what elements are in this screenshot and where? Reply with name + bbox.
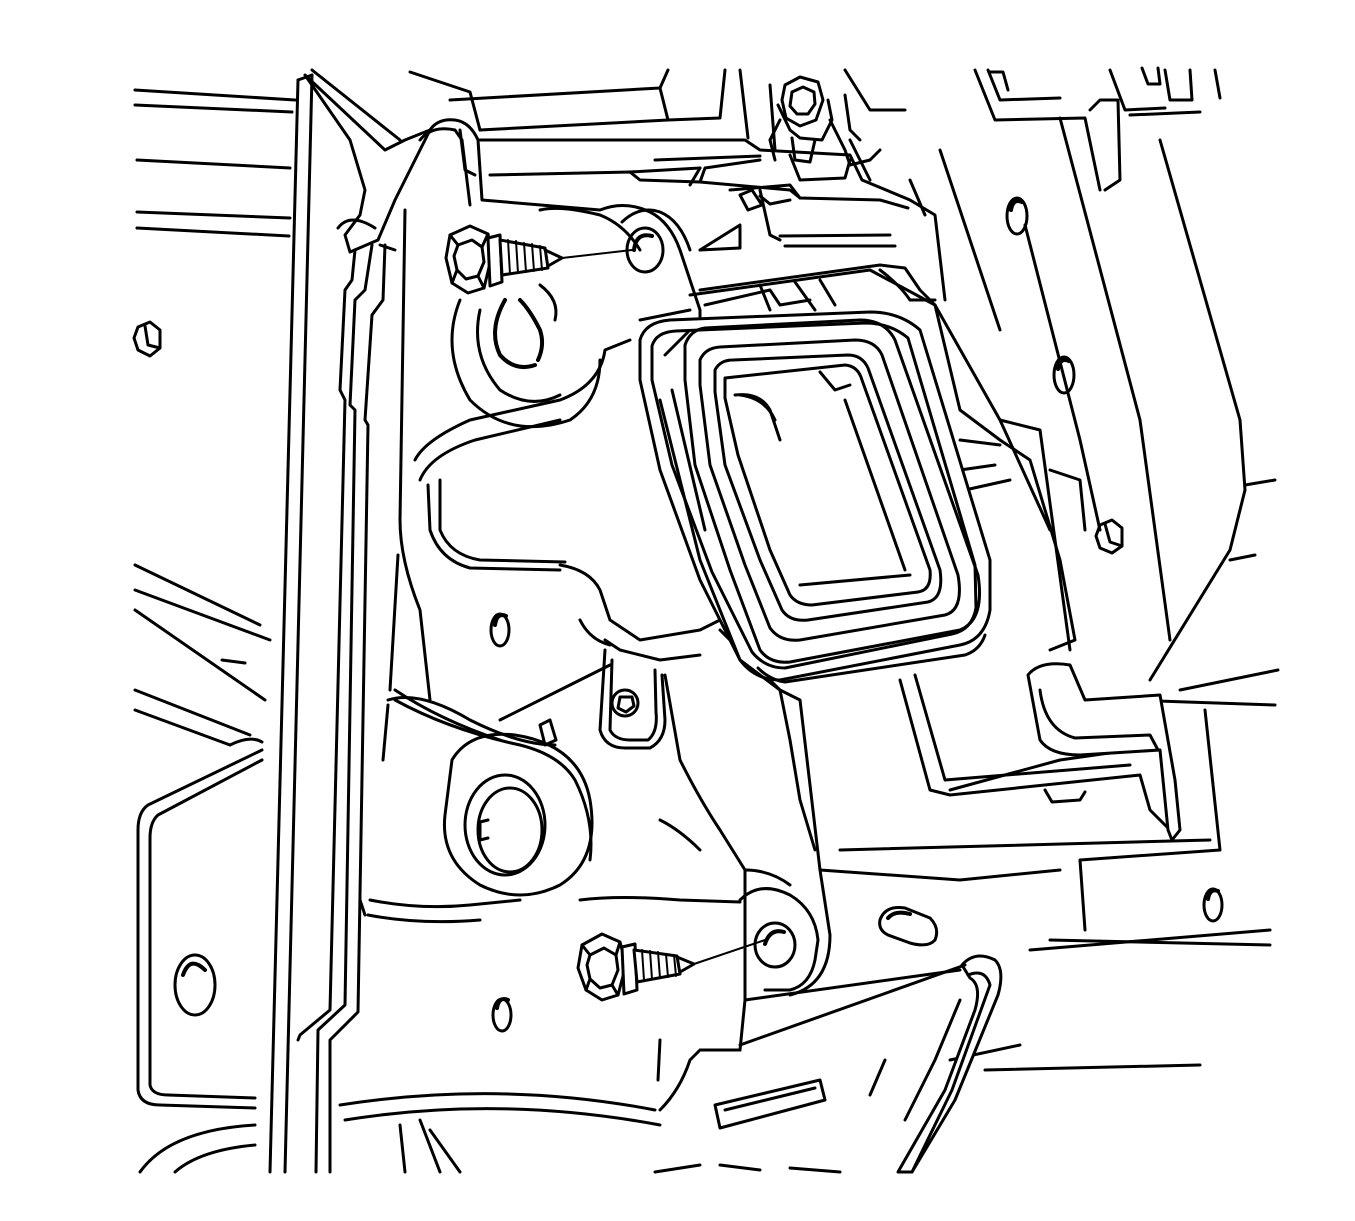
body-panel [133, 66, 1280, 1174]
hex-nut-left [132, 320, 162, 358]
mounting-bracket [358, 118, 947, 1112]
hex-nut-top [768, 75, 882, 182]
upper-fastener [444, 224, 633, 295]
pillar-trim [268, 68, 432, 1174]
lower-fastener [576, 932, 766, 1002]
panel-holes [878, 196, 1224, 947]
module-housing [638, 268, 1182, 842]
wiring-harness [738, 954, 1003, 1174]
hex-nut-right [1094, 518, 1124, 555]
